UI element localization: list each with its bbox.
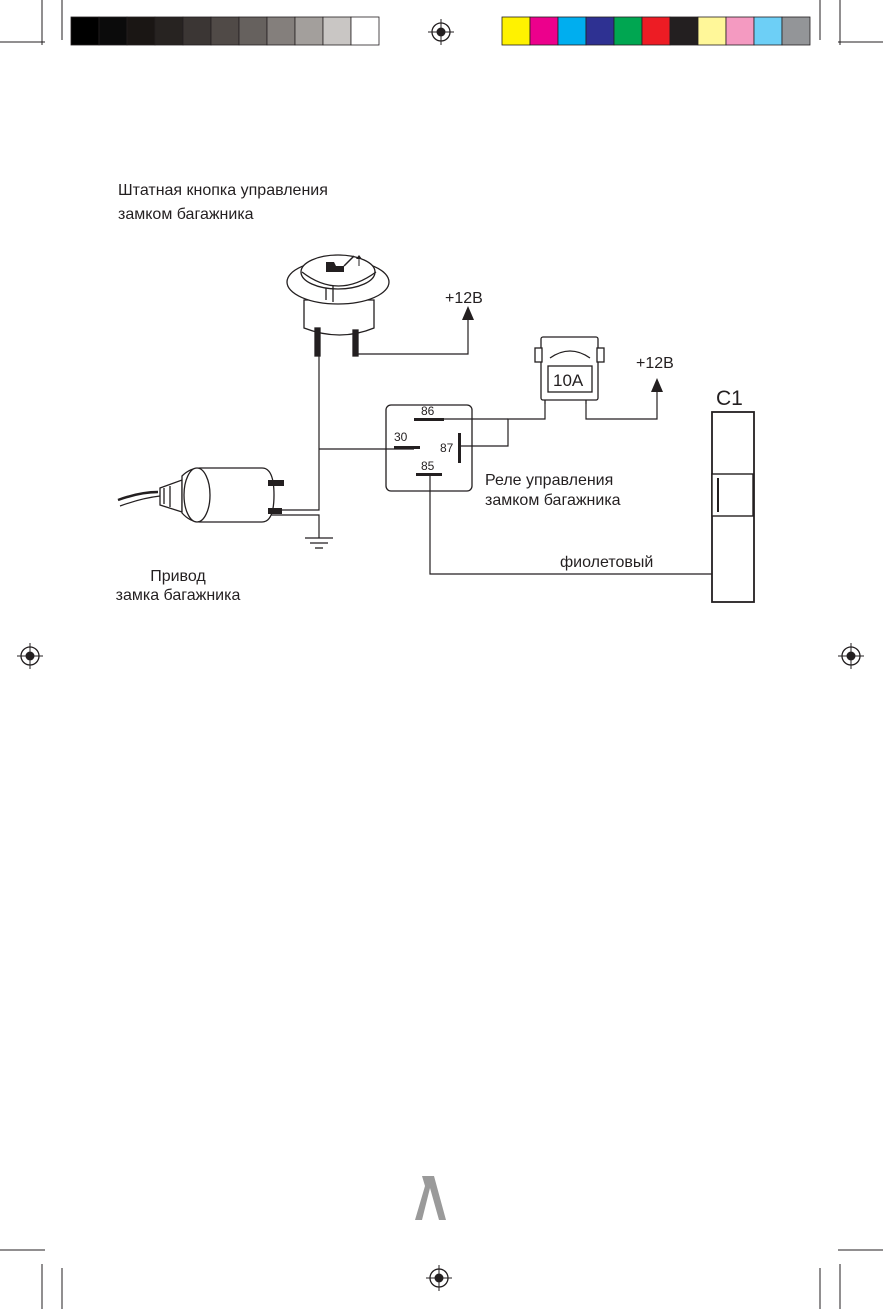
plus12-arrow-top: [462, 306, 474, 320]
connector-label: C1: [716, 387, 743, 410]
relay-pin-87: 87: [440, 441, 454, 455]
color-swatch: [294, 16, 324, 46]
color-swatch: [501, 16, 531, 46]
color-swatch: [266, 16, 296, 46]
process-color-bar: [501, 16, 811, 46]
color-swatch: [669, 16, 699, 46]
gray-color-bar: [70, 16, 380, 46]
color-swatch: [641, 16, 671, 46]
button-title-line2: замком багажника: [118, 206, 254, 223]
color-swatch: [557, 16, 587, 46]
relay-pin-30: 30: [394, 430, 408, 444]
color-swatch: [350, 16, 380, 46]
color-swatch: [322, 16, 352, 46]
color-swatch: [585, 16, 615, 46]
wire-color-label: фиолетовый: [560, 554, 653, 571]
color-swatch: [126, 16, 156, 46]
registration-mark-icon: [428, 19, 454, 45]
color-swatch: [781, 16, 811, 46]
color-swatch: [182, 16, 212, 46]
registration-mark-icon: [838, 643, 864, 669]
wires: [268, 316, 712, 575]
plus12-arrow-right: [651, 378, 663, 392]
registration-mark-icon: [426, 1265, 452, 1291]
relay: [385, 404, 473, 492]
color-swatch: [697, 16, 727, 46]
relay-title-line1: Реле управления: [485, 472, 613, 489]
ground-icon: [305, 537, 333, 549]
color-swatch: [210, 16, 240, 46]
fuse-rating: 10А: [553, 371, 584, 390]
brand-logo-icon: [415, 1176, 446, 1220]
button-title-line1: Штатная кнопка управления: [118, 182, 328, 199]
color-swatch: [753, 16, 783, 46]
relay-pin-86: 86: [421, 404, 435, 418]
color-swatch: [613, 16, 643, 46]
registration-mark-icon: [17, 643, 43, 669]
plus12-top-label: +12В: [445, 290, 483, 307]
color-swatch: [98, 16, 128, 46]
plus12-right-label: +12В: [636, 355, 674, 372]
actuator-title-line2: замка багажника: [116, 587, 241, 604]
color-swatch: [154, 16, 184, 46]
trunk-lock-icon: [326, 255, 362, 272]
connector-c1: [711, 411, 755, 603]
color-swatch: [529, 16, 559, 46]
color-swatch: [725, 16, 755, 46]
relay-pin-85: 85: [421, 459, 435, 473]
actuator-title-line1: Привод: [150, 568, 206, 585]
color-swatch: [238, 16, 268, 46]
relay-title-line2: замком багажника: [485, 492, 621, 509]
fuse: [534, 336, 605, 404]
color-swatch: [70, 16, 100, 46]
trunk-lock-actuator: [117, 467, 284, 523]
